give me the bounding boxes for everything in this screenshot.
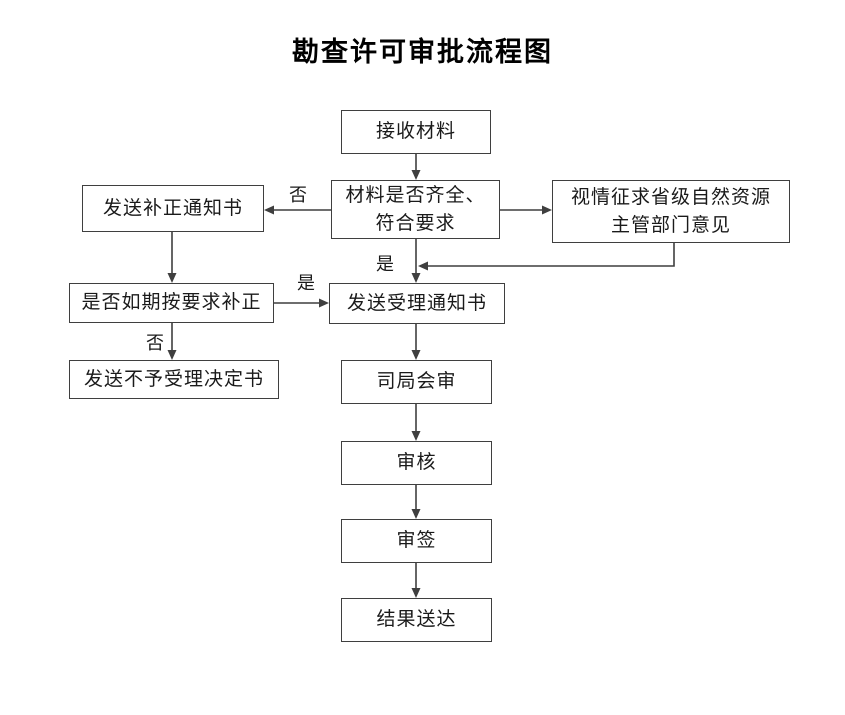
- flow-node-deliver[interactable]: 结果送达: [341, 598, 492, 642]
- flow-node-joint-review[interactable]: 司局会审: [341, 360, 492, 404]
- flow-node-check[interactable]: 材料是否齐全、 符合要求: [331, 180, 500, 239]
- connector-corrected-to-accept: [274, 298, 329, 308]
- connector-receive-to-check: [411, 154, 421, 180]
- flow-node-accept[interactable]: 发送受理通知书: [329, 283, 505, 324]
- connector-accept-to-joint-review: [411, 324, 421, 360]
- edge-label-yes-from-corrected: 是: [297, 273, 316, 293]
- connector-correction-to-corrected: [167, 232, 177, 283]
- flow-node-province[interactable]: 视情征求省级自然资源 主管部门意见: [552, 180, 790, 243]
- connector-province-to-accept: [418, 243, 675, 271]
- flow-node-correction[interactable]: 发送补正通知书: [82, 185, 264, 232]
- edge-label-yes-to-accept: 是: [376, 254, 395, 274]
- connector-check-to-accept: [411, 239, 421, 283]
- flow-node-corrected[interactable]: 是否如期按要求补正: [69, 283, 274, 323]
- flow-node-reject[interactable]: 发送不予受理决定书: [69, 360, 279, 399]
- connector-check-to-correction: [264, 205, 331, 215]
- connector-check-to-province: [500, 205, 552, 215]
- connector-joint-review-to-audit: [411, 404, 421, 441]
- flow-node-audit[interactable]: 审核: [341, 441, 492, 485]
- connector-sign-to-deliver: [411, 563, 421, 598]
- page-title: 勘查许可审批流程图: [292, 37, 553, 67]
- connector-corrected-to-reject: [167, 323, 177, 360]
- connector-audit-to-sign: [411, 485, 421, 519]
- flow-node-receive[interactable]: 接收材料: [341, 110, 491, 154]
- edge-label-no-to-reject: 否: [146, 333, 165, 353]
- edge-label-no-to-correction: 否: [289, 185, 308, 205]
- flow-node-sign[interactable]: 审签: [341, 519, 492, 563]
